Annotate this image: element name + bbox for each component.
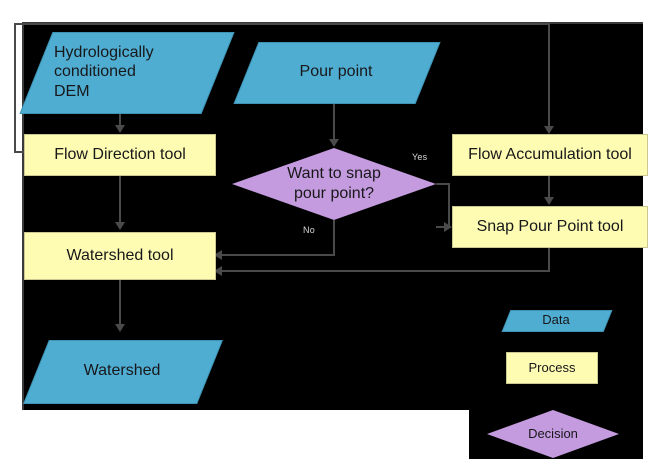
edge-dem-to-flowdirection-drop [119, 112, 121, 126]
arrowhead-into-flow-direction-tool [115, 125, 125, 133]
arrowhead-into-flow-accumulation-tool [544, 126, 554, 134]
legend-item-decision: Decision [487, 410, 619, 458]
node-hydrologically-conditioned-dem[interactable]: Hydrologically conditioned DEM [19, 32, 235, 114]
edge-top-bus-to-flowaccumulation-vertical [548, 23, 550, 126]
node-flow-direction-tool[interactable]: Flow Direction tool [24, 134, 216, 176]
legend-item-data: Data [501, 310, 613, 332]
parallelogram-shape [501, 310, 613, 332]
edge-decision-no-horizontal [222, 254, 335, 256]
diamond-shape [487, 410, 619, 458]
edge-dem-to-flowdirection-vertical [14, 24, 16, 153]
edge-snappourpoint-to-watershedtool-vertical [548, 248, 550, 272]
edge-pourpoint-to-decision [333, 102, 335, 139]
legend-item-process: Process [506, 352, 598, 384]
node-label: Flow Accumulation tool [468, 146, 632, 164]
arrowhead-into-watershed-tool-top [115, 222, 125, 230]
node-watershed-tool[interactable]: Watershed tool [24, 232, 216, 280]
edge-decision-yes-entry [436, 226, 448, 228]
node-label: Watershed tool [66, 247, 174, 265]
node-flow-accumulation-tool[interactable]: Flow Accumulation tool [452, 134, 648, 176]
edge-dem-to-flowdirection-horizontal [14, 151, 28, 153]
node-watershed[interactable]: Watershed [23, 340, 223, 404]
edge-label-no: No [303, 225, 315, 235]
edge-top-bus-horizontal [14, 23, 550, 25]
diagram-frame-left [22, 22, 24, 410]
arrowhead-into-watershed [115, 324, 125, 332]
arrowhead-into-watershed-tool-snap [214, 266, 222, 276]
parallelogram-shape [233, 42, 441, 104]
arrowhead-into-snap-pour-point-tool [544, 197, 554, 205]
node-snap-pour-point-tool[interactable]: Snap Pour Point tool [452, 206, 648, 248]
edge-flowaccumulation-to-snappourpoint [548, 176, 550, 197]
edge-decision-yes-horizontal [436, 183, 450, 185]
edge-decision-no-vertical [333, 220, 335, 256]
edge-snappourpoint-to-watershedtool-horizontal [222, 270, 550, 272]
parallelogram-shape [23, 340, 223, 404]
arrowhead-into-watershed-tool-no [214, 250, 222, 260]
node-label: Snap Pour Point tool [476, 218, 624, 236]
node-want-to-snap-pour-point-decision[interactable]: Want to snap pour point? [232, 148, 436, 220]
edge-flowdirection-to-watershedtool [119, 176, 121, 222]
edge-label-yes: Yes [412, 152, 428, 162]
legend-label-process: Process [528, 360, 576, 376]
arrowhead-into-decision [329, 139, 339, 147]
edge-decision-yes-vertical [448, 183, 450, 226]
node-pour-point[interactable]: Pour point [233, 42, 441, 104]
diamond-shape [232, 148, 436, 220]
node-label: Flow Direction tool [54, 146, 186, 164]
arrowhead-into-snap-pour-point-tool-left [444, 222, 452, 232]
parallelogram-shape [19, 32, 235, 114]
edge-watershedtool-to-watershed [119, 280, 121, 324]
